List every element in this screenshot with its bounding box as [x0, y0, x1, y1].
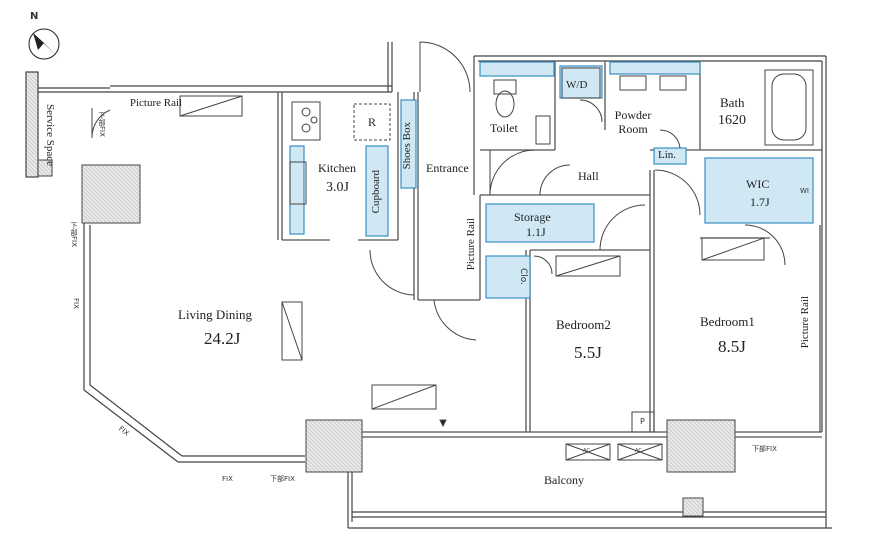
fix-left-label: FIX [72, 298, 80, 309]
living-dining-label: Living Dining [178, 307, 253, 322]
fix-right-label: 下部FIX [752, 445, 777, 453]
toilet-label: Toilet [490, 121, 518, 135]
bath-size: 1620 [718, 113, 746, 128]
picture-rail-mid-label: Picture Rail [465, 218, 477, 271]
bath-label: Bath [720, 95, 745, 110]
ac-unit-label-1: AC [583, 448, 590, 454]
fix-left-upper-label: 下部FIX [70, 222, 78, 247]
bedroom2-size: 5.5J [574, 343, 602, 362]
bedroom2-label: Bedroom2 [556, 317, 611, 332]
structural-columns [37, 159, 736, 517]
hall-label: Hall [578, 169, 599, 183]
picture-rail-top-label: Picture Rail [129, 97, 183, 109]
entrance-label: Entrance [426, 161, 469, 175]
wic-label: WIC [746, 177, 770, 191]
kitchen-size: 3.0J [326, 180, 349, 195]
storage-areas [289, 61, 814, 299]
balcony-label: Balcony [544, 473, 584, 487]
kitchen-label: Kitchen [318, 161, 356, 175]
fixtures [179, 67, 814, 461]
picture-rail-right-label: Picture Rail [799, 296, 811, 349]
fix-bottom-label: FIX [222, 475, 233, 483]
fix-bottom-lower-label: 下部FIX [270, 475, 295, 483]
shoes-box-label: Shoes Box [401, 122, 413, 170]
ac-unit-label-2: AC [635, 448, 642, 454]
p-box-label: P [640, 417, 645, 426]
fix-service-label: 下部FIX [98, 112, 106, 137]
compass-icon [28, 28, 60, 60]
lin-label: Lin. [658, 149, 677, 161]
powder-room-label: Powder Room [614, 108, 652, 137]
storage-size: 1.1J [526, 225, 546, 239]
bedroom1-size: 8.5J [718, 337, 746, 356]
clo-label: Clo. [518, 268, 528, 285]
service-space-label: Service Space [44, 104, 56, 166]
wic-tag: WI [800, 187, 809, 195]
door-swings [91, 41, 786, 341]
living-dining-size: 24.2J [204, 329, 241, 348]
cupboard-label: Cupboard [370, 170, 382, 214]
exterior-walls [25, 42, 832, 529]
wd-label: W/D [566, 79, 588, 91]
bedroom1-label: Bedroom1 [700, 314, 755, 329]
wic-size: 1.7J [750, 195, 770, 209]
storage-label: Storage [514, 210, 551, 224]
compass-label: N [30, 11, 39, 22]
fridge-label: R [368, 115, 377, 129]
